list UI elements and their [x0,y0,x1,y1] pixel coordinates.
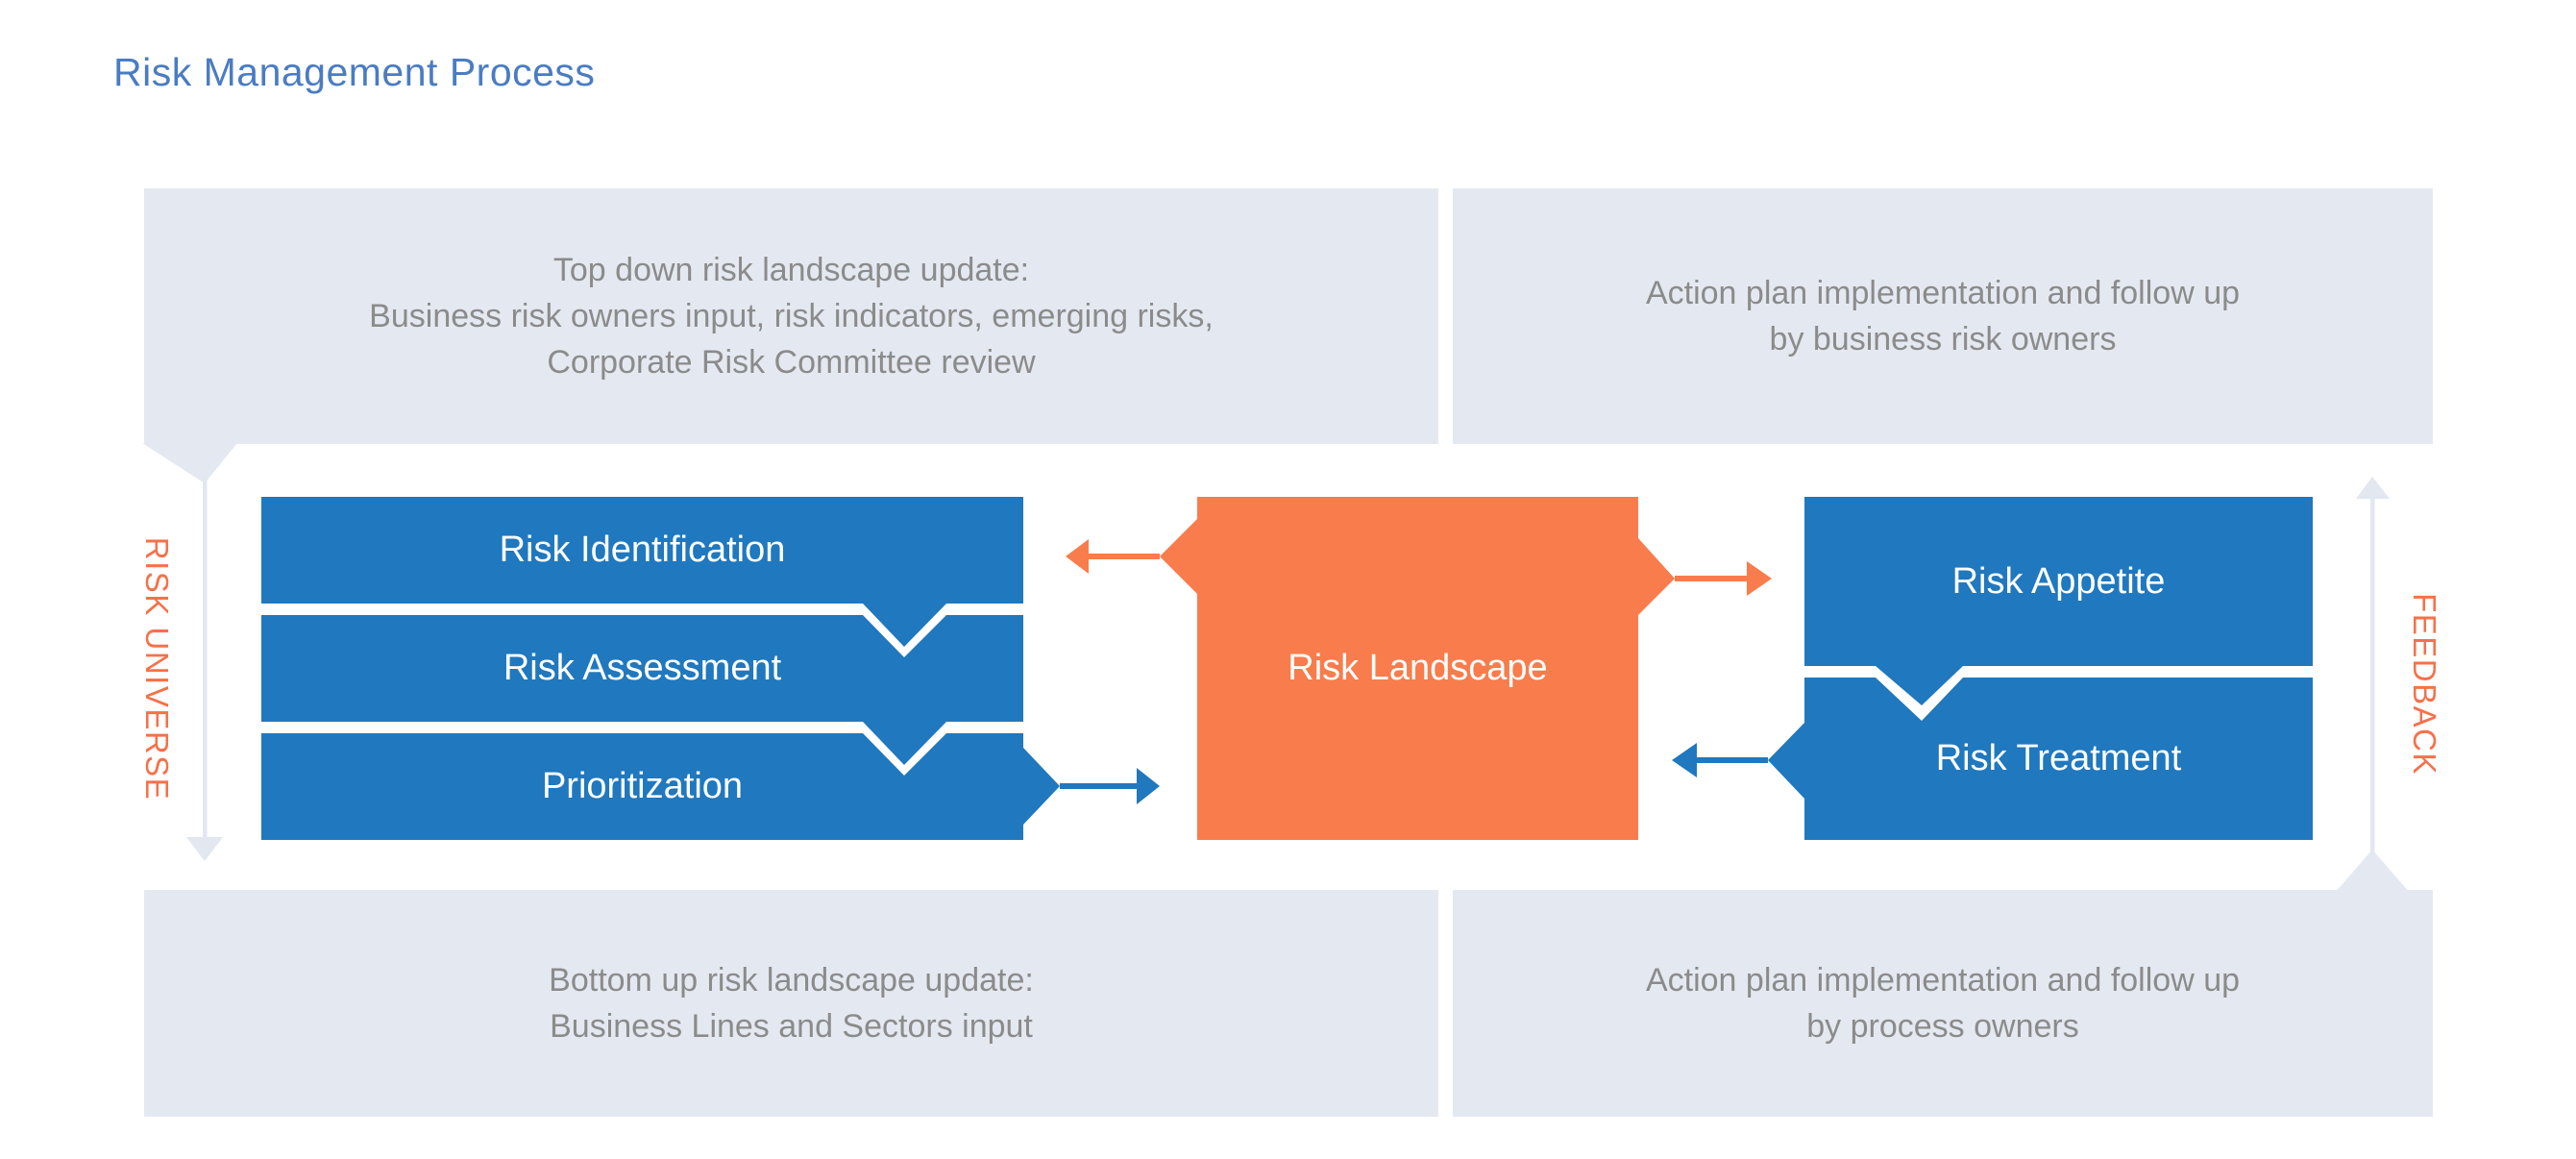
arrow-left-head-icon [1066,539,1089,574]
step-prioritization-shape [261,733,1060,840]
panel-action-plan-process-owners: Action plan implementation and follow up… [1453,890,2433,1117]
feedback-arrow-line [2370,494,2375,857]
risk-universe-arrowhead-down-icon [186,837,223,861]
page-title: Risk Management Process [113,50,596,94]
panel-line: Business risk owners input, risk indicat… [369,298,1214,334]
panel-bottom-up-update: Bottom up risk landscape update: Busines… [144,890,1438,1117]
risk-landscape-shape [1160,497,1675,840]
step-risk-assessment-shape [261,615,1023,765]
step-risk-treatment-shape [1768,678,2313,840]
vertical-label-feedback: FEEDBACK [2407,593,2442,776]
arrow-left-head-icon [1672,743,1697,777]
panel-line: Action plan implementation and follow up [1645,962,2241,999]
panel-line: by business risk owners [1769,321,2117,358]
panel-action-plan-business-owners: Action plan implementation and follow up… [1453,188,2433,444]
step-risk-identification-shape [261,497,1023,647]
arrow-right-head-icon [1137,768,1160,804]
arrow-right-head-icon [1747,561,1772,596]
panel-top-down-update: Top down risk landscape update: Business… [144,188,1438,444]
panel-line: Business Lines and Sectors input [550,1008,1033,1045]
risk-universe-notch [142,443,237,483]
feedback-notch [2329,850,2416,900]
panel-line: Action plan implementation and follow up [1645,275,2241,311]
step-risk-appetite-shape [1804,497,2313,705]
panel-line: Corporate Risk Committee review [547,344,1036,381]
panel-line: Top down risk landscape update: [552,252,1030,288]
risk-universe-arrow-line [203,477,208,841]
panel-line: Bottom up risk landscape update: [549,962,1034,999]
vertical-label-risk-universe: RISK UNIVERSE [139,536,175,801]
panel-line: by process owners [1806,1008,2079,1045]
feedback-arrowhead-up-icon [2356,477,2390,499]
